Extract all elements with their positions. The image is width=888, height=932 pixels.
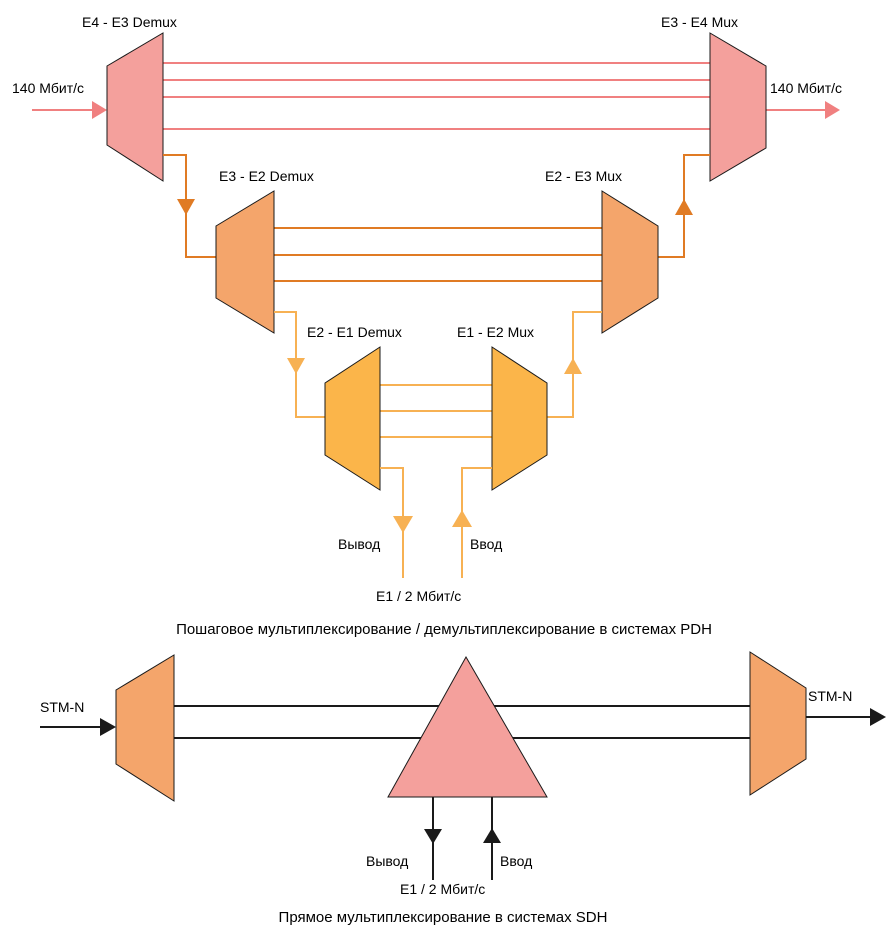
e4-to-e3-connector — [163, 154, 216, 258]
e4-e3-links — [163, 62, 710, 130]
sdh-add-arrow — [483, 797, 501, 880]
e4-e3-demux — [106, 32, 164, 182]
sdh-output-mux — [749, 651, 807, 796]
sdh-drop-arrow — [424, 797, 442, 880]
e3-to-e2-connector — [274, 311, 325, 418]
sdh-output-arrow — [806, 708, 886, 726]
pdh-caption: Пошаговое мультиплексирование / демульти… — [176, 621, 712, 638]
label-sdh-add: Ввод — [500, 853, 532, 869]
sdh-input-arrow — [40, 718, 116, 736]
label-e3-e2-demux: E3 - E2 Demux — [219, 168, 314, 184]
label-sdh-tributary: E1 / 2 Мбит/с — [400, 881, 485, 897]
label-sdh-drop: Вывод — [366, 853, 408, 869]
e2-to-e3-connector — [547, 311, 602, 418]
pdh-add-arrow — [452, 467, 492, 578]
e3-e2-demux — [215, 190, 275, 334]
label-e3-e4-mux: E3 - E4 Mux — [661, 14, 738, 30]
label-pdh-out-rate: 140 Мбит/с — [770, 80, 842, 96]
e2-e3-mux — [601, 190, 659, 334]
label-pdh-drop: Вывод — [338, 536, 380, 552]
e3-to-e4-connector — [658, 154, 710, 258]
label-e2-e1-demux: E2 - E1 Demux — [307, 324, 402, 340]
e3-e2-links — [274, 227, 602, 282]
sdh-add-drop-multiplexer — [387, 655, 548, 798]
label-e4-e3-demux: E4 - E3 Demux — [82, 14, 177, 30]
sdh-caption: Прямое мультиплексирование в системах SD… — [279, 909, 608, 926]
label-sdh-in: STM-N — [40, 699, 84, 715]
e3-e4-mux — [709, 32, 767, 182]
e2-e1-links — [380, 384, 492, 438]
label-e1-e2-mux: E1 - E2 Mux — [457, 324, 534, 340]
label-pdh-in-rate: 140 Мбит/с — [12, 80, 84, 96]
label-sdh-out: STM-N — [808, 688, 852, 704]
e2-e1-demux — [324, 346, 381, 491]
label-pdh-tributary: E1 / 2 Мбит/с — [376, 588, 461, 604]
e1-e2-mux — [491, 346, 548, 491]
pdh-input-arrow — [32, 101, 107, 119]
label-pdh-add: Ввод — [470, 536, 502, 552]
pdh-output-arrow — [766, 101, 840, 119]
sdh-input-demux — [115, 654, 175, 802]
pdh-drop-arrow — [380, 467, 413, 578]
label-e2-e3-mux: E2 - E3 Mux — [545, 168, 622, 184]
